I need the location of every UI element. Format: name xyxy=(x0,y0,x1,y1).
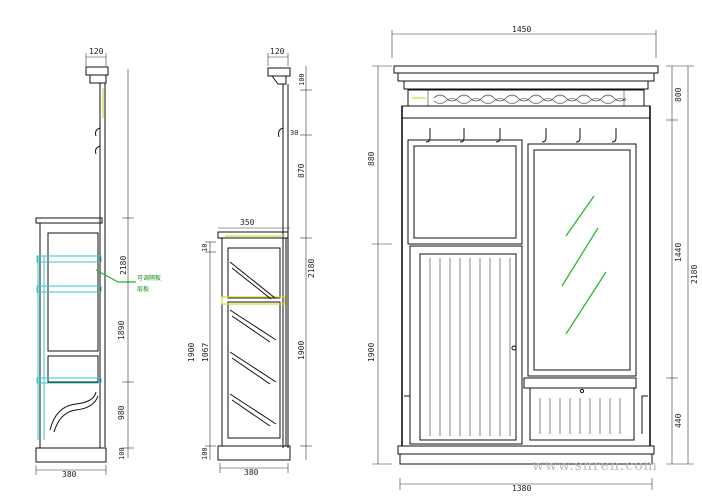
front-dim-right-top: 800 xyxy=(674,87,683,102)
section-dim-right-lower: 1900 xyxy=(297,341,306,360)
section-dim-left-top: 10 xyxy=(201,244,209,252)
bench-slats xyxy=(539,398,621,434)
side-annotation-1: 可调隔板 xyxy=(137,274,161,282)
side-dim-low: 980 xyxy=(117,405,126,420)
section-top-width: 120 xyxy=(270,47,285,56)
section-shelf-width: 350 xyxy=(240,218,255,227)
front-dim-right-drawer: 440 xyxy=(674,413,683,428)
front-dim-left-upper: 880 xyxy=(367,151,376,166)
section-dim-right-total: 2180 xyxy=(307,259,316,278)
section-bottom-width: 380 xyxy=(244,468,259,477)
side-annotation-2: 层板 xyxy=(137,285,149,293)
front-bottom-width: 1380 xyxy=(512,484,531,493)
section-dim-left-inner: 1067 xyxy=(201,343,210,362)
section-dim-right-top: 100 xyxy=(298,73,306,86)
front-view: 1450 xyxy=(367,25,699,493)
door-slats xyxy=(429,258,511,436)
section-view: 120 350 100 xyxy=(187,47,316,477)
section-dim-left-base: 100 xyxy=(201,447,209,460)
front-dim-right-total: 2180 xyxy=(690,265,699,284)
watermark: www.snren.com xyxy=(532,458,658,474)
front-dim-right-mirror: 1440 xyxy=(674,243,683,262)
side-bottom-width: 380 xyxy=(62,470,77,479)
section-dim-right-upper: 870 xyxy=(297,163,306,178)
side-dim-base: 100 xyxy=(118,447,126,460)
front-top-width: 1450 xyxy=(512,25,531,34)
side-top-width: 120 xyxy=(89,47,104,56)
side-dim-total: 2180 xyxy=(119,256,128,275)
section-dim-left-cab: 1900 xyxy=(187,343,196,362)
side-view: 120 可调隔板 层板 2 xyxy=(35,47,161,479)
side-dim-mid: 1890 xyxy=(117,321,126,340)
section-dim-right-hook: 30 xyxy=(290,129,298,137)
front-dim-left-lower: 1900 xyxy=(367,343,376,362)
